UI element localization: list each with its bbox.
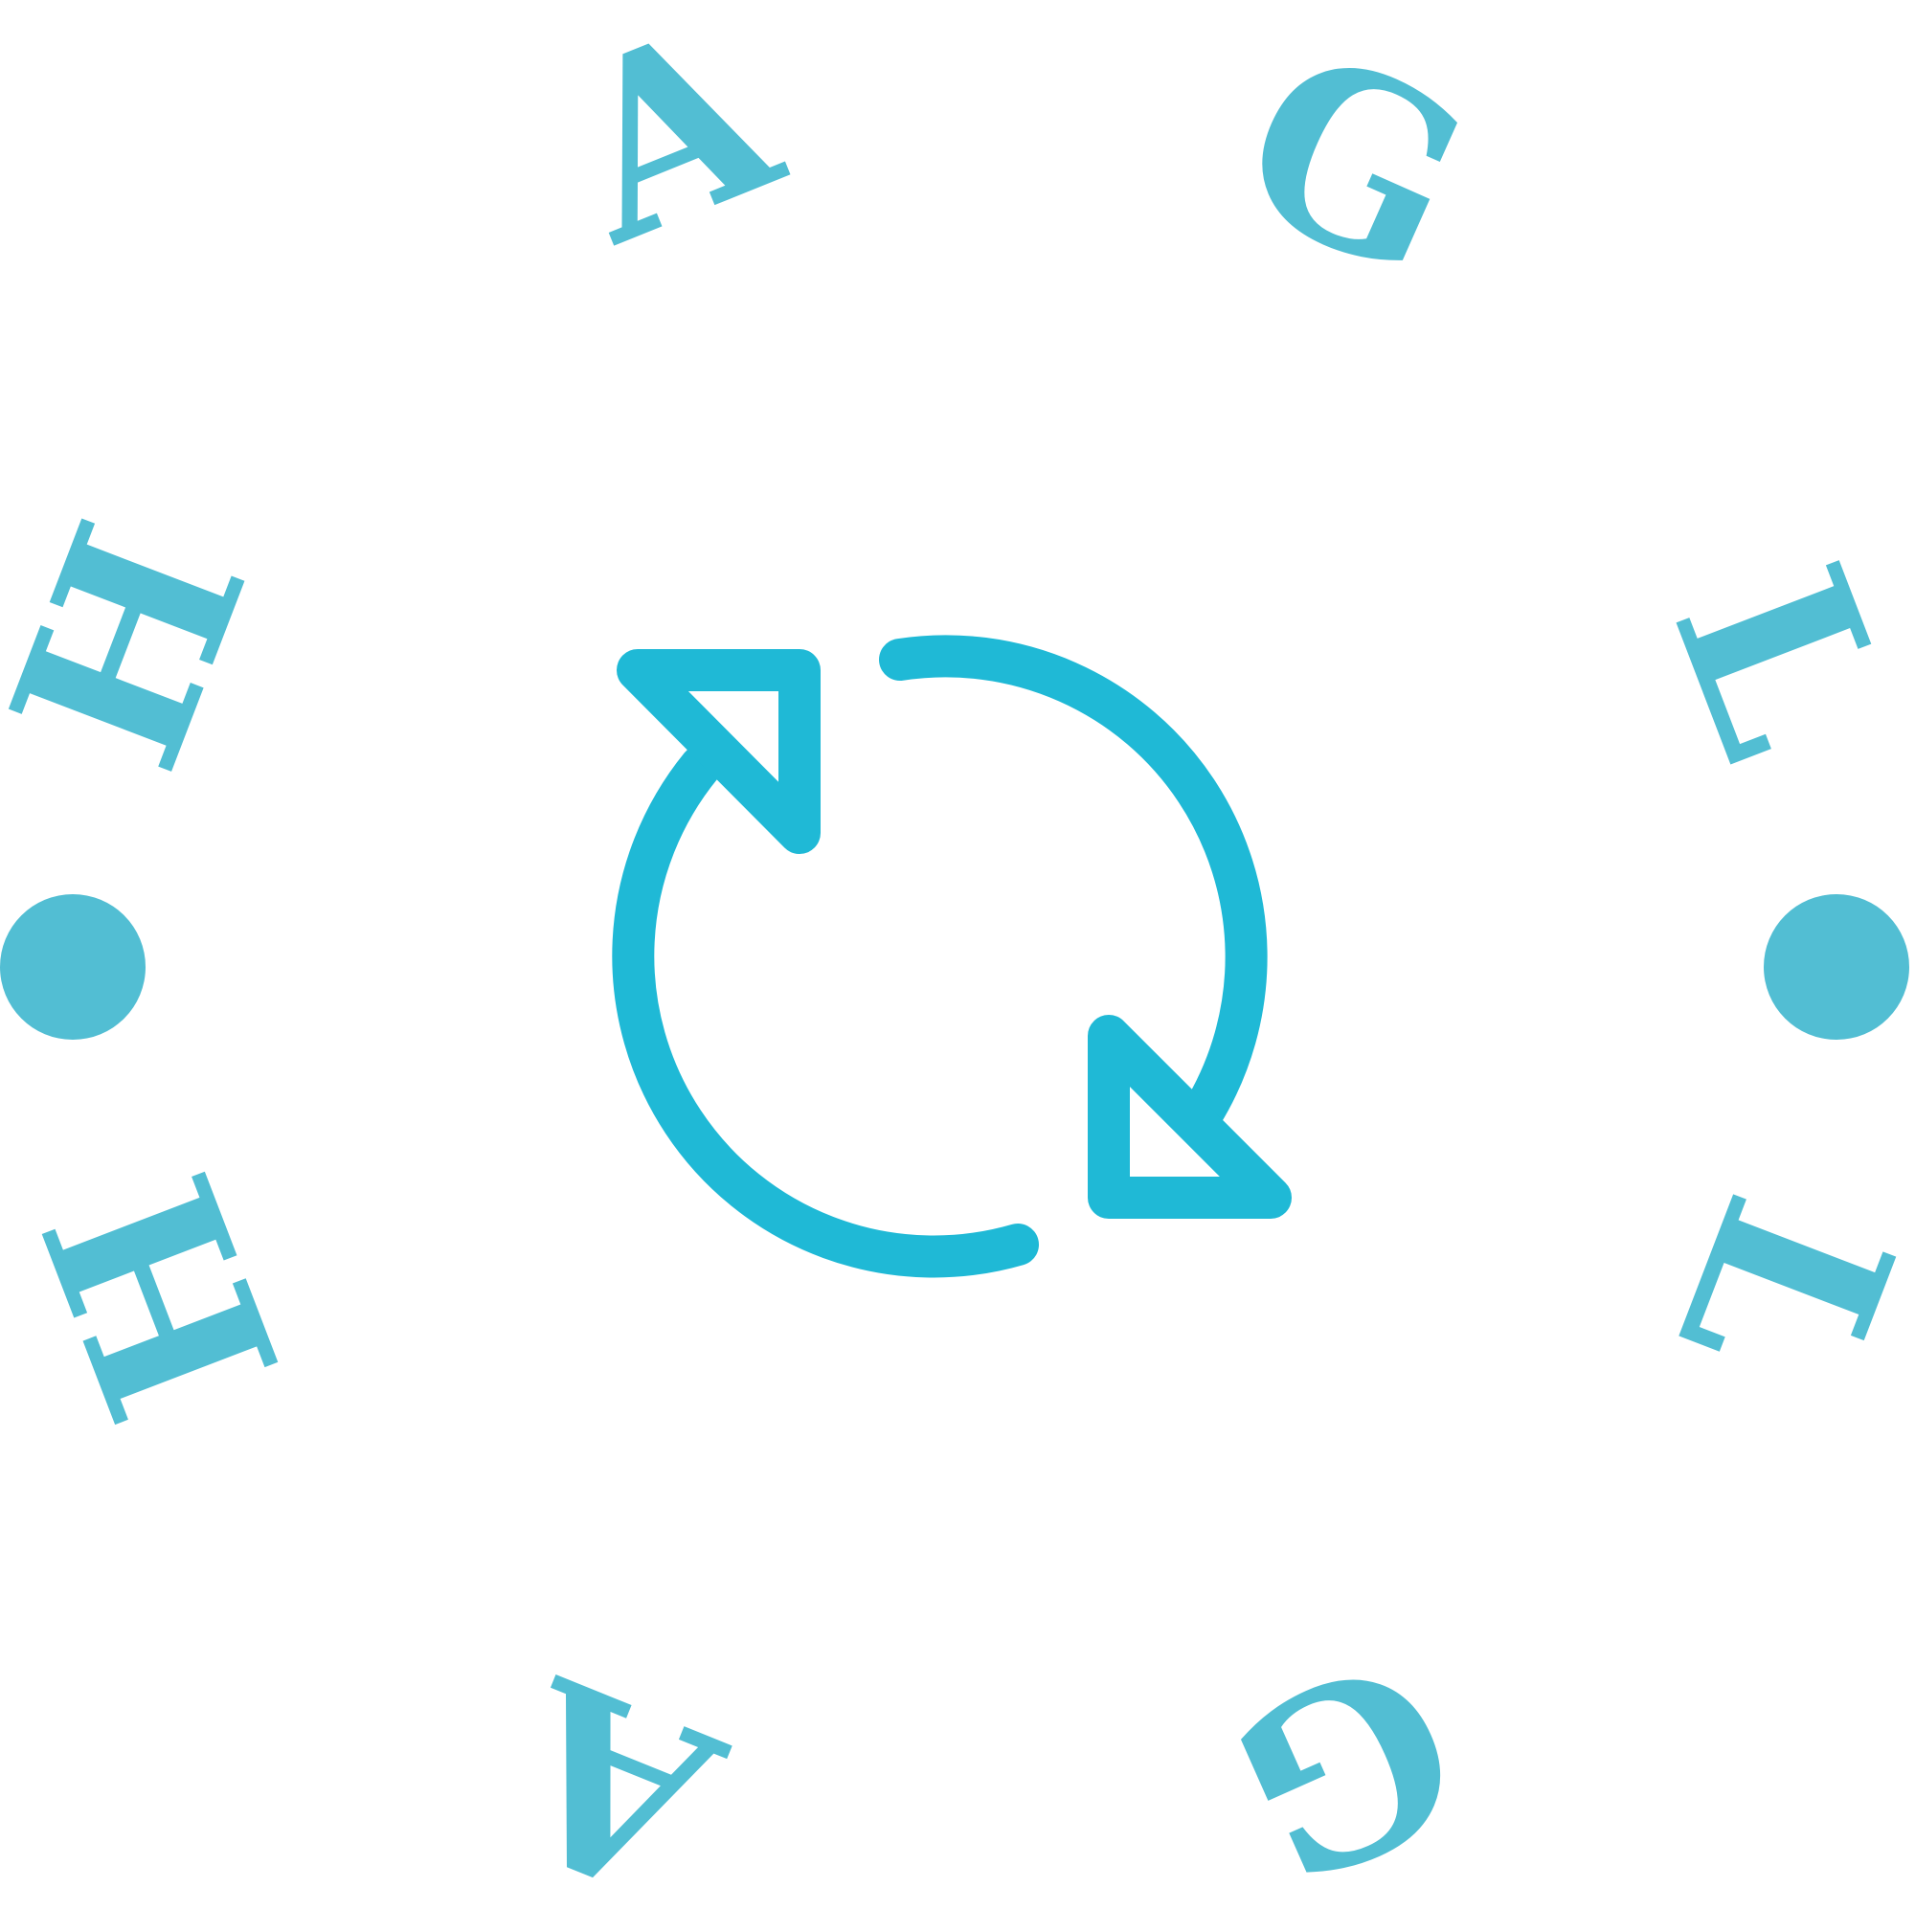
right-dot <box>1764 894 1909 1040</box>
ring-letter-l-right-upper: L <box>1619 531 1915 789</box>
ring-letter-a-top: A <box>529 0 812 298</box>
refresh-lower-arc <box>612 745 1039 1278</box>
ring-letter-g-bottom: G <box>1195 1599 1497 1932</box>
refresh-top-arrowhead <box>617 649 821 854</box>
refresh-cycle-icon <box>612 635 1292 1278</box>
ring-letter-l-right-lower: L <box>1624 1163 1915 1421</box>
ring-letter-h-left-lower: H <box>0 1141 335 1453</box>
ring-letter-g-top: G <box>1205 0 1506 333</box>
refresh-upper-arc <box>879 635 1268 1135</box>
refresh-bottom-arrowhead <box>1088 1015 1292 1219</box>
ring-letter-a-bottom: A <box>471 1622 754 1932</box>
left-dot <box>0 894 146 1040</box>
ring-letter-h-left-upper: H <box>0 490 302 802</box>
